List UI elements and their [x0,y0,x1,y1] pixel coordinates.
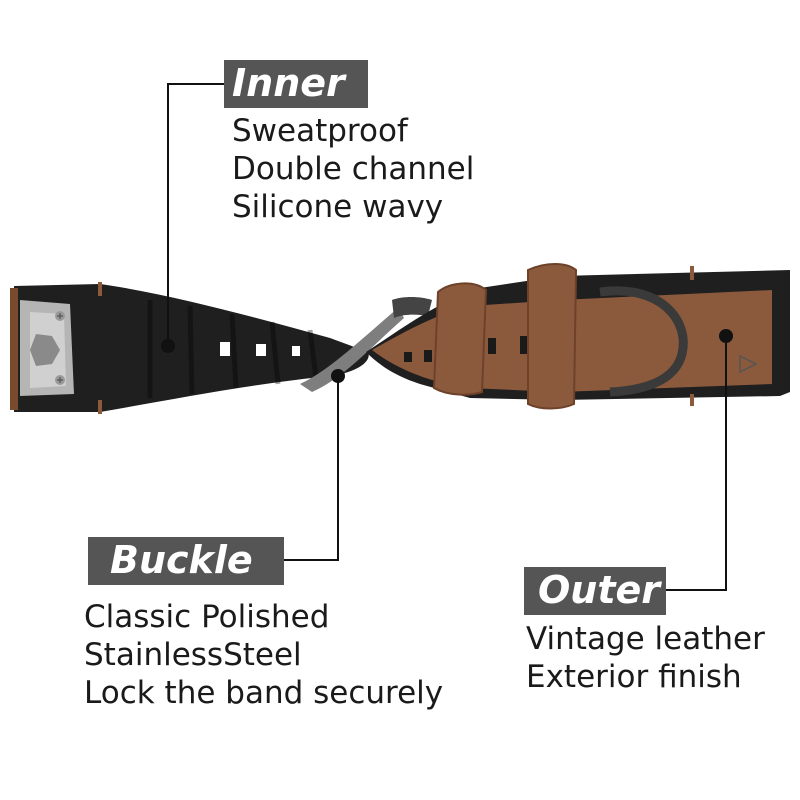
buckle-feature-item: StainlessSteel [84,637,302,673]
inner-pointer-dot [161,339,175,353]
outer-title-label: Outer [524,567,666,615]
buckle-leader-line [284,376,339,561]
buckle-pointer-dot [331,369,345,383]
outer-feature-list: Vintage leather Exterior finish [526,620,765,696]
outer-pointer-dot [719,329,733,343]
inner-leader-line [167,83,224,346]
outer-feature-item: Exterior finish [526,659,742,695]
silicone-band [10,282,369,414]
quick-release-clasp [20,300,74,396]
outer-leader-line [666,336,727,591]
strap-hole [292,346,300,356]
buckle-feature-item: Lock the band securely [84,675,444,711]
inner-title-label: Inner [224,60,368,108]
outer-feature-item: Vintage leather [526,621,765,657]
inner-feature-item: Double channel [232,151,475,187]
inner-feature-item: Silicone wavy [232,189,444,225]
inner-feature-list: Sweatproof Double channel Silicone wavy [232,112,474,226]
buckle-feature-list: Classic Polished StainlessSteel Lock the… [84,598,443,712]
strap-hole [256,344,266,356]
leader-lines [167,83,727,591]
buckle-feature-item: Classic Polished [84,599,330,635]
buckle-title-label: Buckle [88,537,284,585]
leather-keeper-loops [432,263,578,410]
strap-hole [220,342,230,356]
buckle [300,297,432,392]
inner-feature-item: Sweatproof [232,113,408,149]
